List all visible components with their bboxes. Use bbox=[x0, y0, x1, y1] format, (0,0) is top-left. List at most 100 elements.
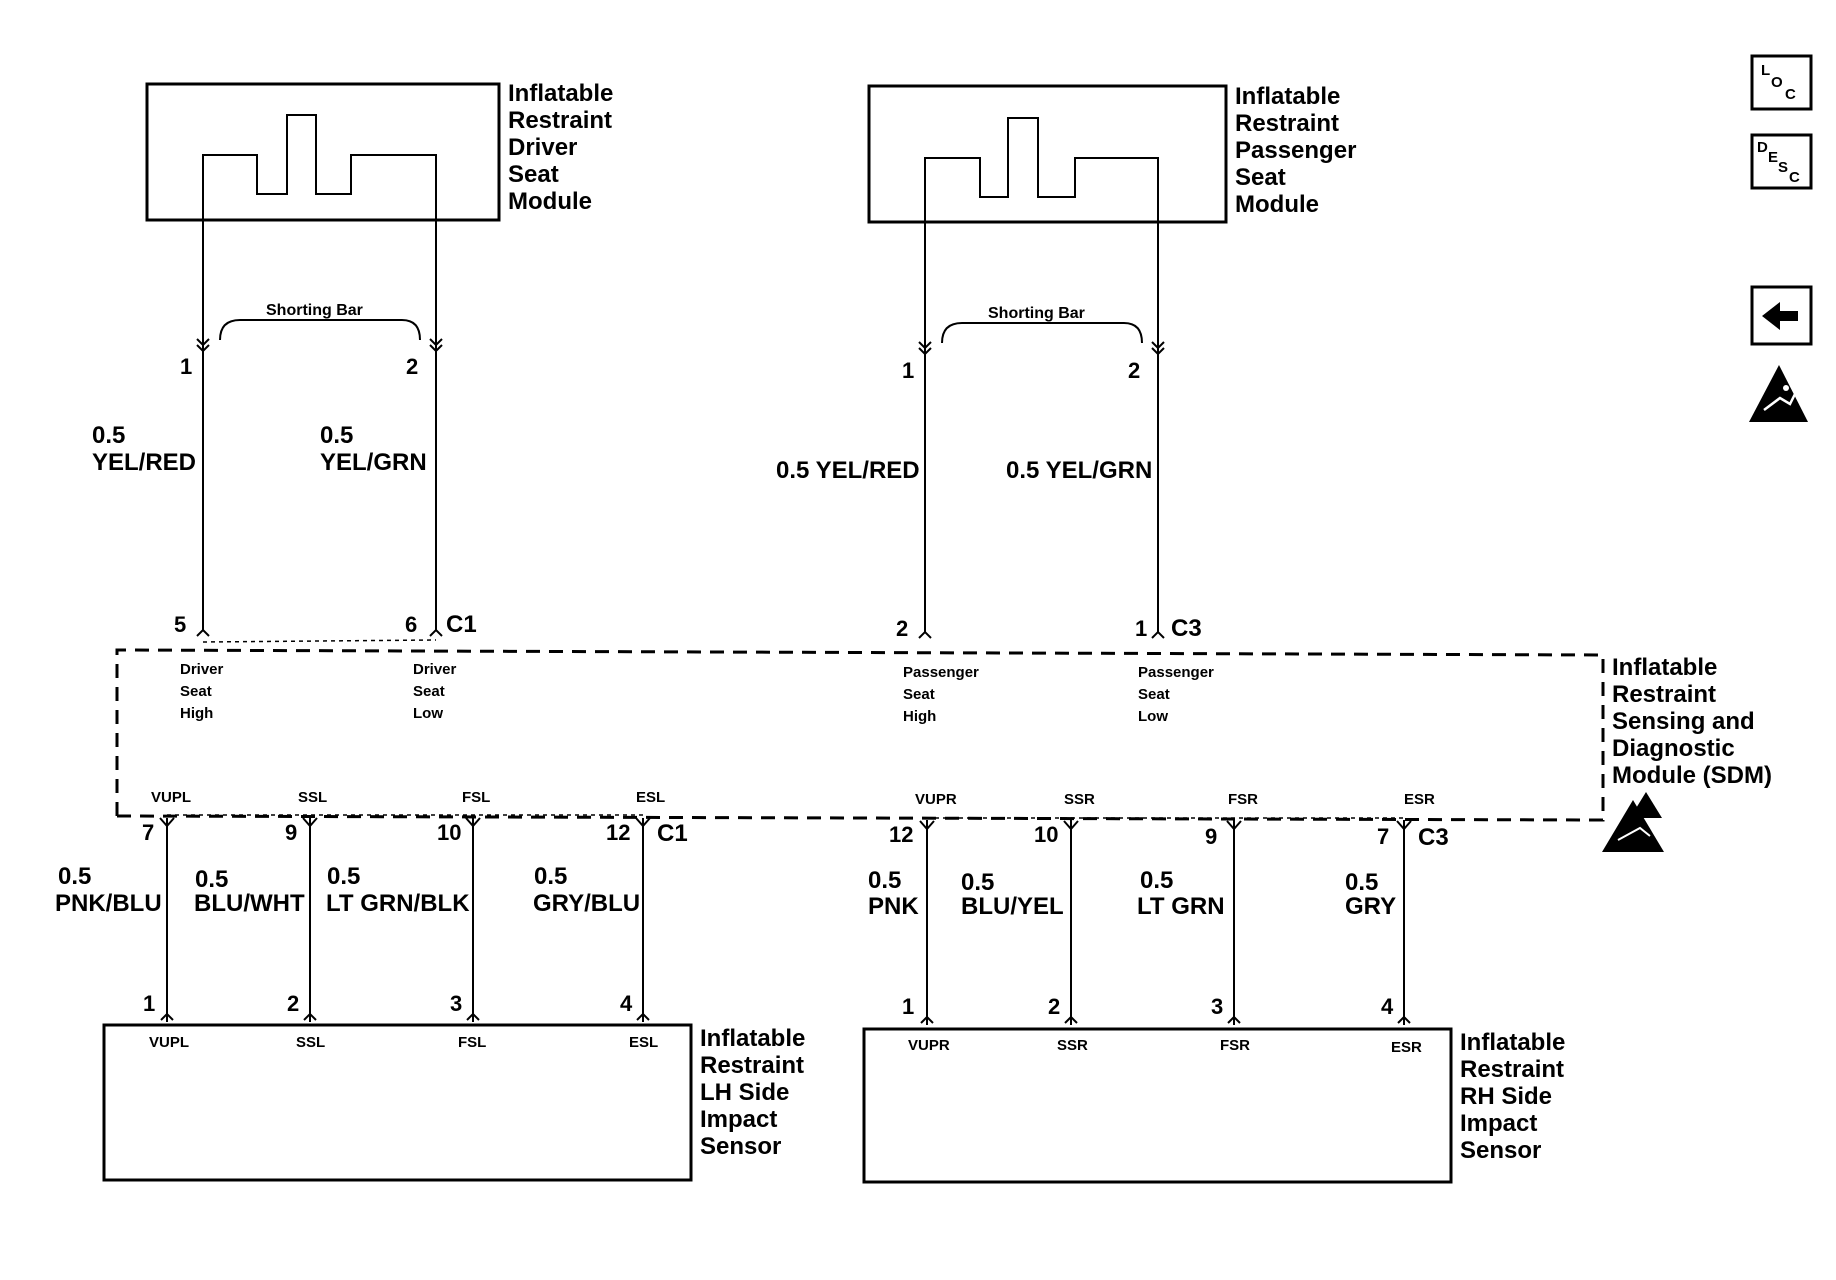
wire-size-label: 0.5 bbox=[868, 867, 901, 894]
sdm-signal-label: Seat bbox=[180, 683, 212, 700]
wire-color-label: PNK/BLU bbox=[55, 890, 162, 917]
wire-size-label: 0.5 bbox=[58, 863, 91, 890]
sdm-signal-label: SSR bbox=[1064, 791, 1095, 808]
pin-label: 1 bbox=[143, 991, 155, 1016]
desc-button[interactable]: D E S C bbox=[1750, 133, 1813, 190]
pin-label: 3 bbox=[450, 991, 462, 1016]
rh-sensor-label-1: Inflatable bbox=[1460, 1029, 1565, 1056]
connector-label: C3 bbox=[1171, 615, 1202, 642]
sdm-signal-label: Passenger bbox=[903, 664, 979, 681]
lh-sensor-wires: 7 9 10 12 C1 0.5 PNK/BLU 0.5 BLU/WHT 0.5… bbox=[55, 814, 688, 1022]
sdm-signal-label: High bbox=[903, 708, 936, 725]
pin-label: 9 bbox=[1205, 824, 1217, 849]
shorting-bar-label: Shorting Bar bbox=[266, 302, 363, 319]
connector-label: C1 bbox=[657, 820, 688, 847]
connector-terminal-icon bbox=[429, 629, 443, 637]
esd-warning-icon bbox=[1749, 365, 1808, 422]
pin-label: 2 bbox=[1128, 358, 1140, 383]
rh-side-impact-sensor: VUPR SSR FSR ESR Inflatable Restraint RH… bbox=[862, 1027, 1565, 1184]
pin-label: 12 bbox=[889, 822, 913, 847]
wire-color-label: GRY bbox=[1345, 893, 1396, 920]
wire-label: 0.5 YEL/RED bbox=[776, 457, 920, 484]
connector-terminal-icon bbox=[1151, 631, 1165, 639]
sdm-signal-label: Passenger bbox=[1138, 664, 1214, 681]
sdm-signal-label: Driver bbox=[413, 661, 457, 678]
loc-icon-letter: C bbox=[1785, 86, 1796, 103]
wire-color-label: PNK bbox=[868, 893, 919, 920]
passenger-shorting-bar: Shorting Bar bbox=[941, 305, 1143, 344]
sdm-label-3: Sensing and bbox=[1612, 708, 1755, 735]
sdm-label-2: Restraint bbox=[1612, 681, 1716, 708]
lh-side-impact-sensor: VUPL SSL FSL ESL Inflatable Restraint LH… bbox=[102, 1023, 805, 1182]
sdm-signal-label: Seat bbox=[903, 686, 935, 703]
driver-module-label-3: Driver bbox=[508, 134, 577, 161]
sdm-signal-label: Low bbox=[413, 705, 443, 722]
sdm-signal-label: FSR bbox=[1228, 791, 1258, 808]
wire-size-label: 0.5 bbox=[961, 869, 994, 896]
sdm-signal-label: Low bbox=[1138, 708, 1168, 725]
lh-sensor-label-1: Inflatable bbox=[700, 1025, 805, 1052]
connector-label: C1 bbox=[446, 611, 477, 638]
wire-color-label: LT GRN bbox=[1137, 893, 1225, 920]
sdm-signal-label: High bbox=[180, 705, 213, 722]
lh-sensor-label-4: Impact bbox=[700, 1106, 777, 1133]
pin-label: 10 bbox=[437, 820, 461, 845]
pin-label: 6 bbox=[405, 612, 417, 637]
desc-icon-letter: S bbox=[1778, 159, 1788, 176]
pin-label: 2 bbox=[406, 354, 418, 379]
driver-shorting-bar: Shorting Bar bbox=[219, 302, 421, 341]
driver-seat-wires: 1 2 0.5 YEL/RED 0.5 YEL/GRN 5 6 C1 bbox=[92, 338, 477, 643]
pin-label: 3 bbox=[1211, 994, 1223, 1019]
pin-label: 2 bbox=[1048, 994, 1060, 1019]
passenger-module-label-1: Inflatable bbox=[1235, 83, 1340, 110]
sdm-signal-label: ESL bbox=[636, 789, 665, 806]
sdm-signal-label: VUPL bbox=[151, 789, 191, 806]
rh-sensor-label-2: Restraint bbox=[1460, 1056, 1564, 1083]
pin-label: 1 bbox=[902, 358, 914, 383]
passenger-module-symbol bbox=[924, 117, 1159, 343]
wire-label: 0.5 YEL/GRN bbox=[1006, 457, 1152, 484]
sdm-label-5: Module (SDM) bbox=[1612, 762, 1772, 789]
esd-warning-icon bbox=[1602, 792, 1664, 852]
wire-color-label: YEL/GRN bbox=[320, 449, 427, 476]
wire-color-label: BLU/YEL bbox=[961, 893, 1064, 920]
loc-icon-letter: O bbox=[1771, 74, 1783, 91]
sensor-signal-label: ESL bbox=[629, 1034, 658, 1051]
pin-label: 1 bbox=[180, 354, 192, 379]
sdm-signal-label: VUPR bbox=[915, 791, 957, 808]
pin-label: 7 bbox=[142, 820, 154, 845]
driver-module-label-2: Restraint bbox=[508, 107, 612, 134]
loc-icon-letter: L bbox=[1761, 62, 1770, 79]
passenger-module-label-5: Module bbox=[1235, 191, 1319, 218]
pin-label: 4 bbox=[620, 991, 633, 1016]
sdm-module: Inflatable Restraint Sensing and Diagnos… bbox=[115, 648, 1772, 852]
passenger-module-label-2: Restraint bbox=[1235, 110, 1339, 137]
driver-seat-module: Inflatable Restraint Driver Seat Module bbox=[145, 80, 613, 340]
wire-color-label: BLU/WHT bbox=[194, 890, 305, 917]
wire-size-label: 0.5 bbox=[1345, 869, 1378, 896]
passenger-module-label-4: Seat bbox=[1235, 164, 1286, 191]
wire-size-label: 0.5 bbox=[534, 863, 567, 890]
back-button[interactable] bbox=[1750, 285, 1813, 346]
pin-label: 1 bbox=[902, 994, 914, 1019]
lh-sensor-label-3: LH Side bbox=[700, 1079, 789, 1106]
sensor-signal-label: ESR bbox=[1391, 1039, 1422, 1056]
sdm-label-4: Diagnostic bbox=[1612, 735, 1735, 762]
back-arrow-icon bbox=[1762, 302, 1798, 330]
driver-module-label-4: Seat bbox=[508, 161, 559, 188]
wire-size-label: 0.5 bbox=[320, 422, 353, 449]
wire-size-label: 0.5 bbox=[1140, 867, 1173, 894]
wire-color-label: GRY/BLU bbox=[533, 890, 640, 917]
loc-button[interactable]: L O C bbox=[1750, 54, 1813, 111]
passenger-seat-module: Inflatable Restraint Passenger Seat Modu… bbox=[867, 83, 1356, 343]
rh-sensor-label-3: RH Side bbox=[1460, 1083, 1552, 1110]
passenger-seat-wires: 1 2 0.5 YEL/RED 0.5 YEL/GRN 2 1 C3 bbox=[776, 341, 1202, 642]
sensor-signal-label: FSL bbox=[458, 1034, 486, 1051]
wire-size-label: 0.5 bbox=[92, 422, 125, 449]
driver-module-label-1: Inflatable bbox=[508, 80, 613, 107]
pin-label: 10 bbox=[1034, 822, 1058, 847]
driver-module-label-5: Module bbox=[508, 188, 592, 215]
sensor-signal-label: FSR bbox=[1220, 1037, 1250, 1054]
pin-label: 5 bbox=[174, 612, 186, 637]
desc-icon-letter: E bbox=[1768, 149, 1778, 166]
